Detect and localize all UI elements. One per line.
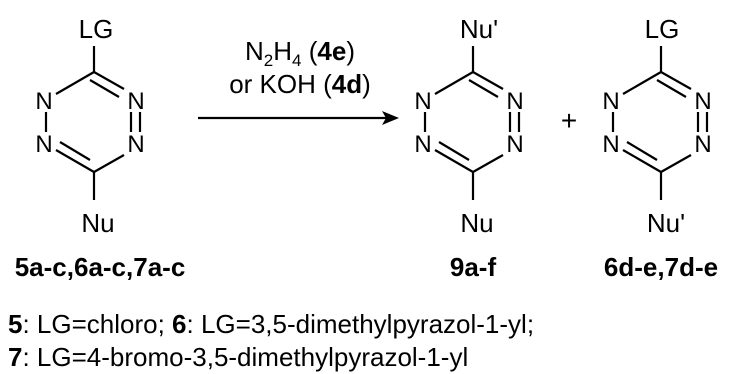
ring-atom: N [694, 88, 711, 115]
legend: 5: LG=chloro; 6: LG=3,5-dimethylpyrazol-… [8, 309, 534, 372]
arrow-head-icon [382, 111, 399, 125]
ring-bond [93, 154, 125, 173]
bottom-substituent: Nu [81, 208, 114, 238]
reagent-line-1: N2H4 (4e) [245, 36, 355, 70]
product-9: Nu' N N N N Nu 9a-f [414, 14, 523, 282]
bottom-substituent: Nu' [647, 208, 685, 238]
compound-label: 6d-e,7d-e [604, 252, 718, 282]
plus-sign: + [561, 105, 577, 136]
ring-atom: N [127, 131, 144, 158]
bottom-substituent: Nu [460, 208, 493, 238]
ring-double-bond [626, 141, 658, 161]
ring-bond [622, 149, 662, 173]
ring-atom: N [414, 88, 431, 115]
ring-atom: N [35, 131, 52, 158]
ring-atom: N [694, 131, 711, 158]
starting-material: LG N N N N Nu 5a-c,6a-c,7a-c [15, 14, 186, 282]
product-6-7: LG N N N N Nu' 6d-e,7d-e [602, 14, 718, 282]
compound-label: 9a-f [450, 252, 497, 282]
ring-atom: N [127, 88, 144, 115]
ring-atom: N [35, 88, 52, 115]
ring-bond [660, 71, 692, 90]
ring-double-bond [89, 79, 120, 98]
ring-bond [472, 154, 504, 173]
legend-line-1: 5: LG=chloro; 6: LG=3,5-dimethylpyrazol-… [8, 309, 534, 339]
ring-atom: N [506, 131, 523, 158]
ring-bond [93, 71, 125, 90]
ring-double-bond [438, 141, 470, 161]
ring-double-bond [656, 79, 687, 98]
top-substituent: Nu' [460, 14, 498, 44]
ring-bond [55, 149, 95, 173]
ring-atom: N [506, 88, 523, 115]
ring-bond [434, 71, 474, 95]
ring-double-bond [59, 141, 91, 161]
ring-bond [55, 71, 95, 95]
ring-bond [660, 154, 692, 173]
top-substituent: LG [79, 14, 114, 44]
ring-atom: N [602, 88, 619, 115]
ring-double-bond [468, 79, 499, 98]
top-substituent: LG [645, 14, 680, 44]
ring-bond [472, 71, 504, 90]
ring-atom: N [414, 131, 431, 158]
reaction-conditions: N2H4 (4e) or KOH (4d) [198, 36, 399, 125]
reagent-line-2: or KOH (4d) [229, 69, 371, 99]
legend-line-2: 7: LG=4-bromo-3,5-dimethylpyrazol-1-yl [8, 342, 468, 372]
ring-bond [434, 149, 474, 173]
ring-atom: N [602, 131, 619, 158]
ring-bond [622, 71, 662, 95]
compound-label: 5a-c,6a-c,7a-c [15, 252, 186, 282]
